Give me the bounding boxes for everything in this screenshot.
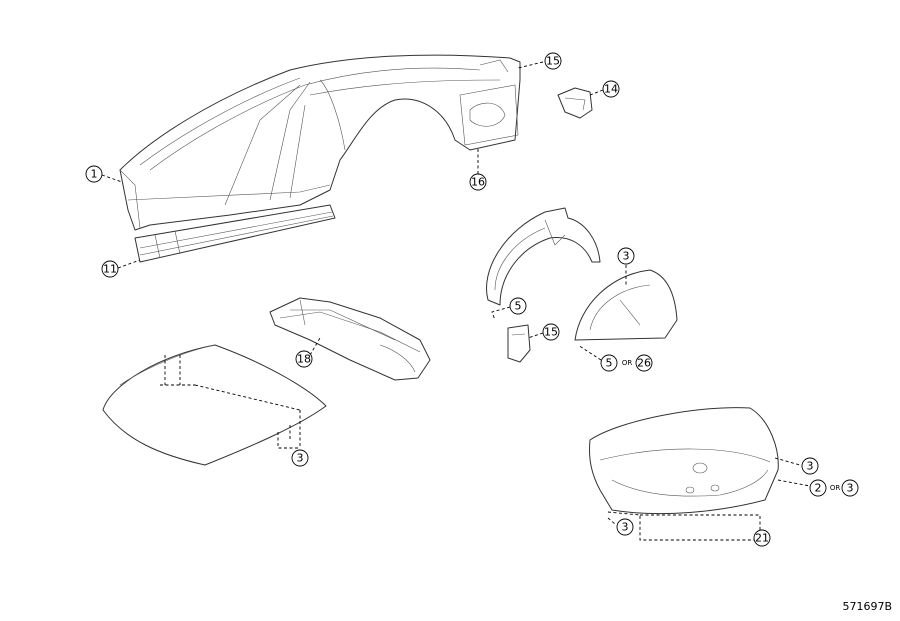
wheel-house-outer [574,269,678,341]
callout-21-label: 21 [755,532,769,545]
wheel-house-inner [486,207,601,306]
callout-3-trunk-right-label: 3 [807,460,814,473]
callout-3-trunk-or: 3 [841,479,859,497]
callout-1: 1 [85,165,103,183]
callout-11: 11 [101,260,119,278]
callout-15-lower: 15 [542,323,560,341]
callout-3-wheelhouse: 3 [617,247,635,265]
callout-16: 16 [469,173,487,191]
or-label-5-26: OR [622,359,633,367]
callout-14-label: 14 [604,83,618,96]
callout-15-lower-label: 15 [544,326,558,339]
callout-3-hood-label: 3 [297,452,304,465]
callout-1-label: 1 [91,168,98,181]
callout-2-label: 2 [815,482,822,495]
callout-3-hood: 3 [291,449,309,467]
cowl-panel [269,297,431,381]
callout-15-upper: 15 [544,52,562,70]
callout-16-label: 16 [471,176,485,189]
leader-lines [101,61,811,541]
callout-18-label: 18 [297,353,311,366]
callout-5-inner-label: 5 [515,300,522,313]
callout-14: 14 [602,80,620,98]
callout-11-label: 11 [103,263,117,276]
or-label-2-3: OR [830,484,841,492]
callout-21: 21 [753,529,771,547]
callout-5-outer: 5 [600,354,618,372]
callout-15-upper-label: 15 [546,55,560,68]
callout-3-trunk-left-label: 3 [622,521,629,534]
callout-3-wheelhouse-label: 3 [623,250,630,263]
callout-2: 2 [809,479,827,497]
callout-5-outer-label: 5 [606,357,613,370]
figure-id: 571697B [842,600,892,613]
callout-3-trunk-right: 3 [801,457,819,475]
body-side-panel [119,54,521,231]
callout-26: 26 [635,354,653,372]
callout-3-trunk-or-label: 3 [847,482,854,495]
callout-26-label: 26 [637,357,651,370]
bracket-14 [557,87,593,119]
callout-5-inner: 5 [509,297,527,315]
callout-18: 18 [295,350,313,368]
rocker-panel [134,204,336,263]
hood [102,344,327,466]
bracket-15-lower [507,324,531,363]
trunk-lid [589,407,779,515]
callout-3-trunk-left: 3 [616,518,634,536]
